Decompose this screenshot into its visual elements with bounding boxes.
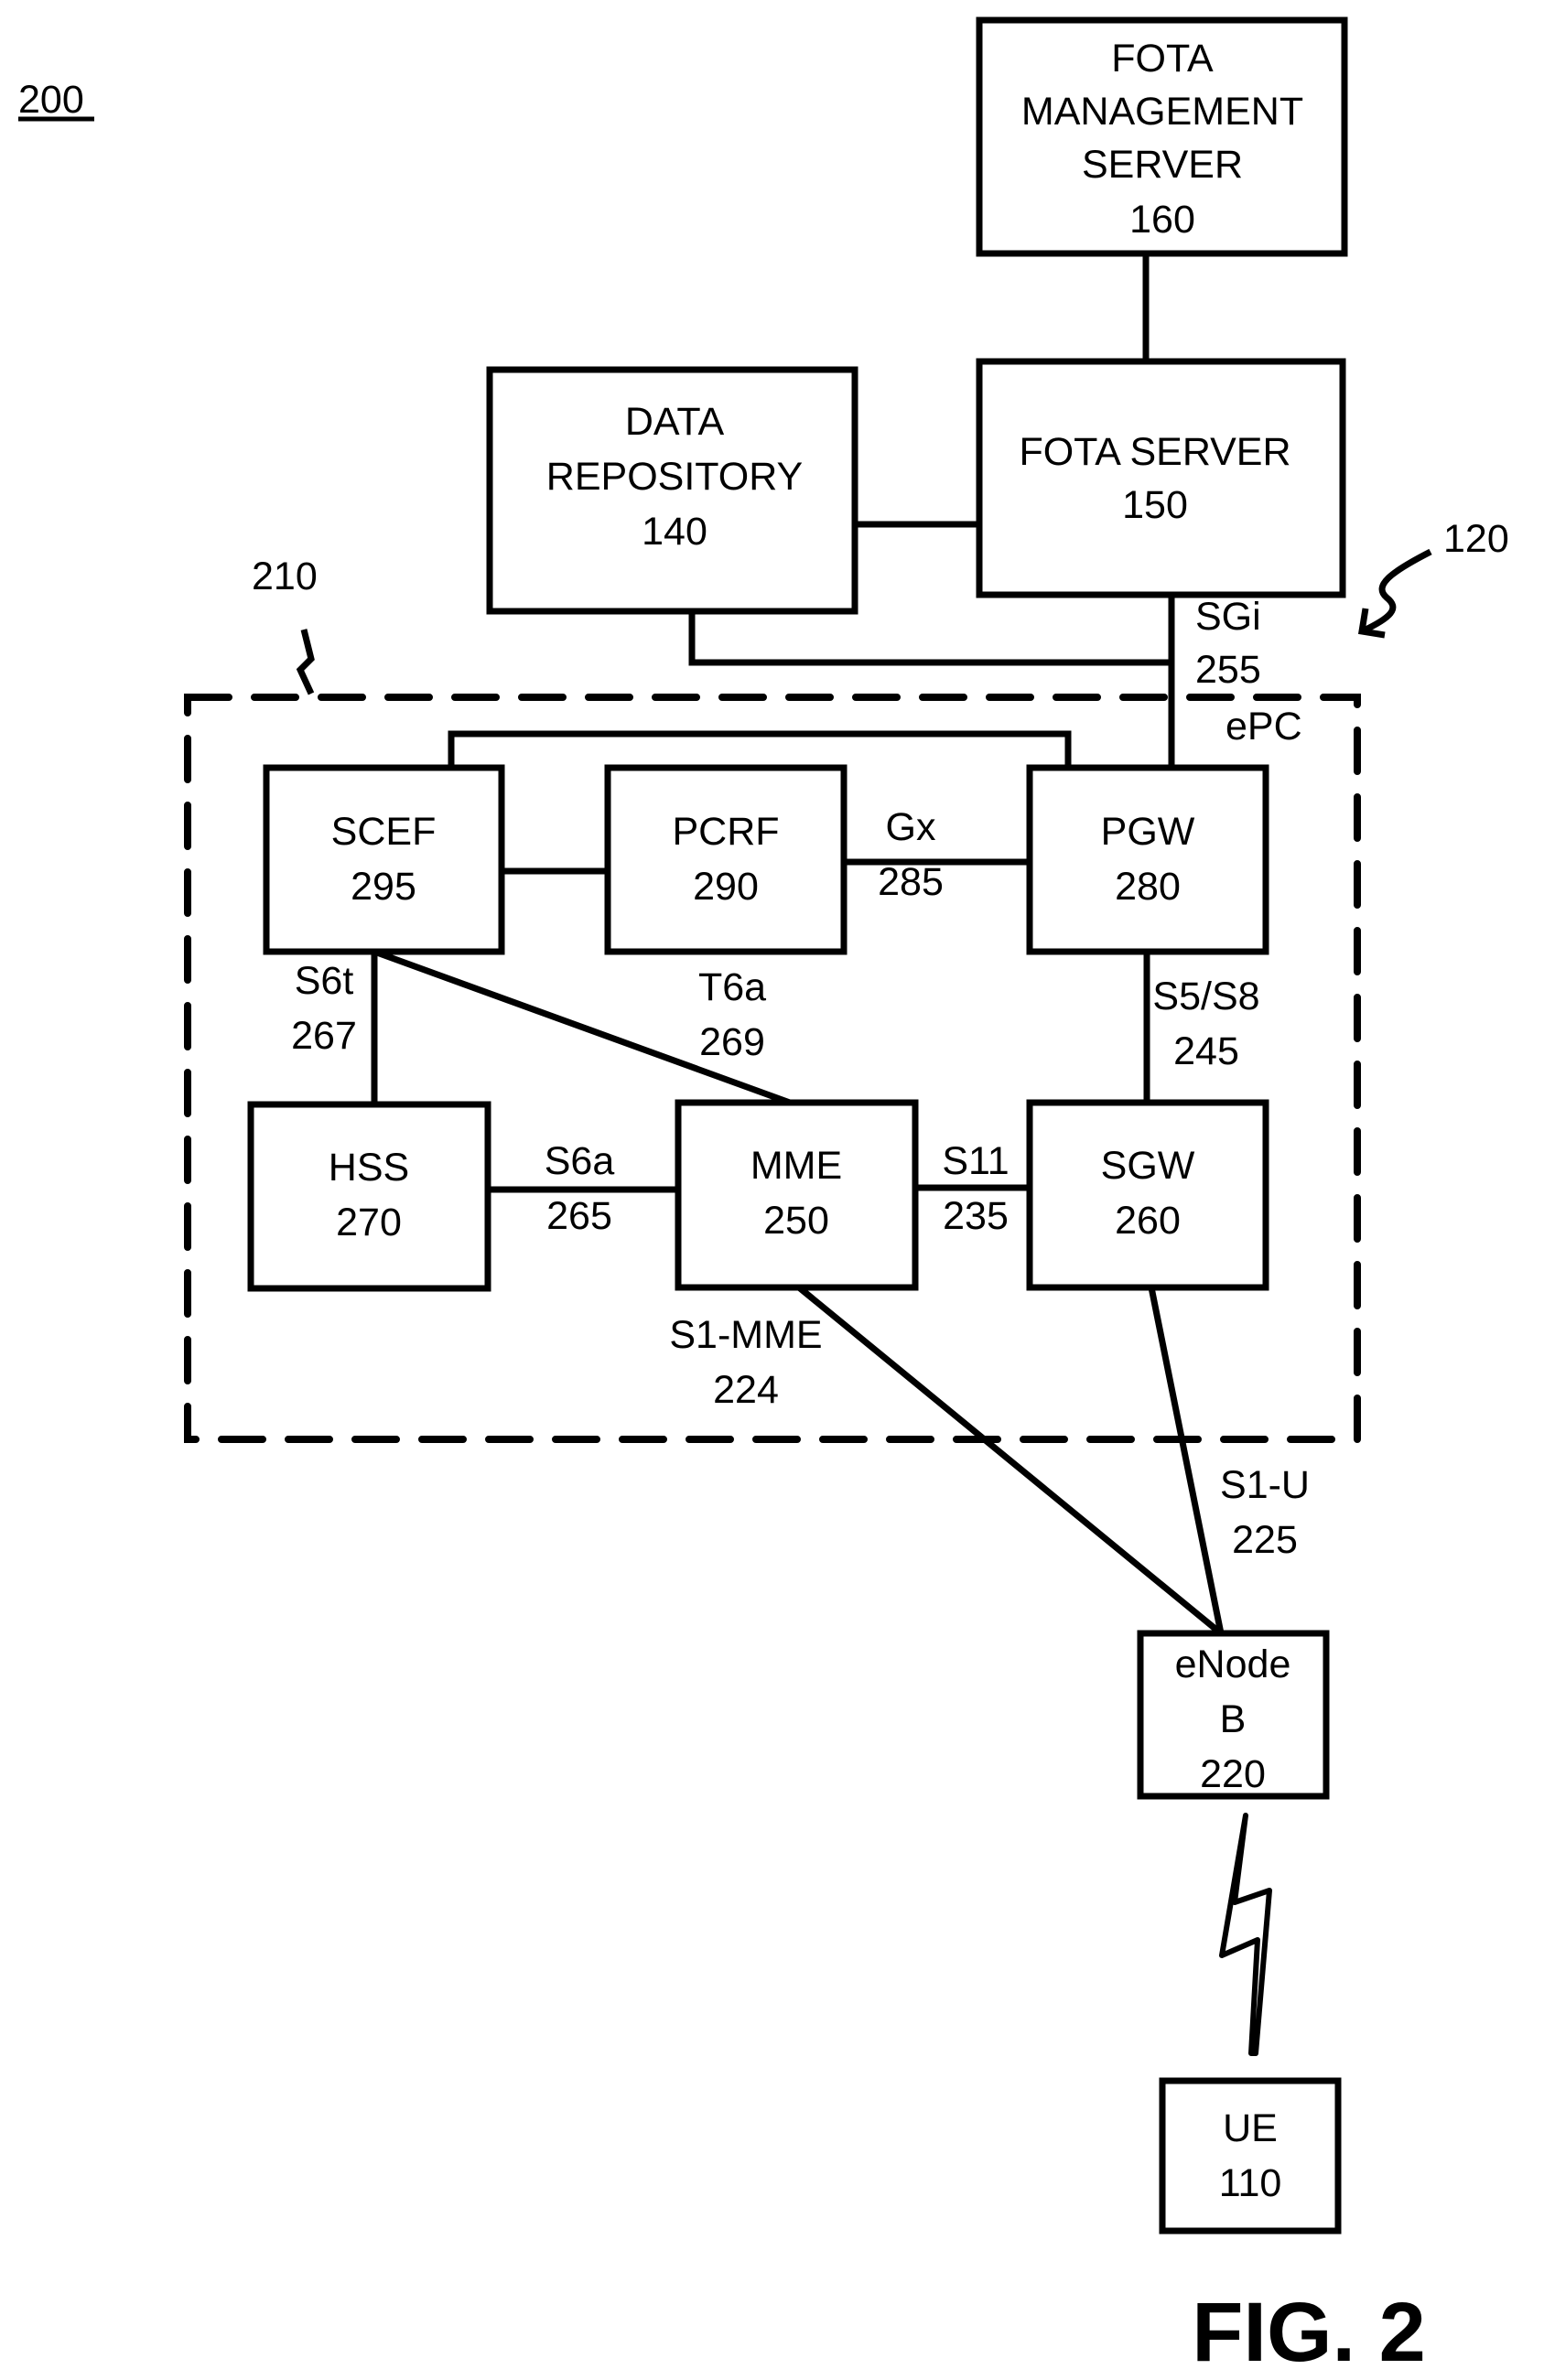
node-label: MANAGEMENT bbox=[1021, 90, 1303, 134]
link-scef-pgw bbox=[451, 734, 1068, 768]
node-ref: 160 bbox=[1129, 198, 1195, 242]
epc-label: ePC bbox=[1225, 705, 1302, 748]
node-ue[interactable]: UE 110 bbox=[1162, 2081, 1338, 2231]
interface-s1u-name: S1-U bbox=[1220, 1463, 1310, 1507]
node-ref: 150 bbox=[1122, 483, 1188, 527]
node-pcrf[interactable]: PCRF 290 bbox=[608, 768, 844, 952]
link-repo-sgi bbox=[692, 611, 1171, 662]
interface-gx-ref: 285 bbox=[878, 860, 944, 904]
interface-s1mme-ref: 224 bbox=[713, 1368, 779, 1412]
network-ref: 120 bbox=[1443, 517, 1509, 561]
node-ref: 250 bbox=[763, 1199, 829, 1243]
interface-s6a-name: S6a bbox=[545, 1139, 615, 1183]
node-label: PCRF bbox=[672, 810, 779, 854]
node-label: PGW bbox=[1101, 810, 1195, 854]
interface-s1u-ref: 225 bbox=[1232, 1518, 1298, 1562]
node-enodeb[interactable]: eNode B 220 bbox=[1140, 1633, 1326, 1796]
interface-s6t-ref: 267 bbox=[291, 1014, 357, 1058]
node-ref: 260 bbox=[1115, 1199, 1181, 1243]
node-scef[interactable]: SCEF 295 bbox=[266, 768, 502, 952]
node-ref: 280 bbox=[1115, 865, 1181, 909]
node-label: FOTA bbox=[1111, 37, 1214, 81]
interface-sgi-name: SGi bbox=[1195, 595, 1261, 639]
node-label: B bbox=[1220, 1697, 1247, 1741]
interface-s6t-name: S6t bbox=[295, 959, 354, 1003]
node-label: eNode bbox=[1175, 1642, 1291, 1686]
interface-s6a-ref: 265 bbox=[546, 1194, 612, 1238]
interface-t6a-name: T6a bbox=[698, 965, 766, 1009]
node-label: REPOSITORY bbox=[546, 455, 803, 499]
node-label: FOTA SERVER bbox=[1019, 430, 1290, 474]
figure-ref-number: 200 bbox=[18, 78, 84, 122]
node-ref: 220 bbox=[1200, 1752, 1266, 1796]
node-ref: 140 bbox=[642, 510, 707, 554]
node-ref: 270 bbox=[336, 1201, 402, 1244]
node-ref: 295 bbox=[351, 865, 416, 909]
node-label: DATA bbox=[625, 400, 725, 444]
node-label: SERVER bbox=[1082, 143, 1243, 187]
node-label: MME bbox=[750, 1144, 842, 1188]
node-label: UE bbox=[1223, 2106, 1278, 2150]
interface-gx-name: Gx bbox=[886, 805, 936, 849]
interface-t6a-ref: 269 bbox=[699, 1020, 765, 1064]
ref-210-leader bbox=[300, 630, 311, 694]
node-ref: 290 bbox=[693, 865, 759, 909]
ref-120-leader bbox=[1362, 552, 1431, 631]
wireless-link-icon bbox=[1222, 1815, 1269, 2053]
interface-s5s8-name: S5/S8 bbox=[1152, 975, 1259, 1018]
interface-s11-name: S11 bbox=[942, 1139, 1009, 1183]
link-s1mme bbox=[799, 1287, 1221, 1633]
node-fota-management-server[interactable]: FOTA MANAGEMENT SERVER 160 bbox=[979, 20, 1344, 253]
node-fota-server[interactable]: FOTA SERVER 150 bbox=[979, 361, 1343, 595]
figure-caption: FIG. 2 bbox=[1192, 2286, 1426, 2379]
node-label: HSS bbox=[329, 1146, 409, 1190]
node-sgw[interactable]: SGW 260 bbox=[1030, 1103, 1266, 1287]
node-data-repository[interactable]: DATA REPOSITORY 140 bbox=[490, 370, 855, 611]
node-label: SCEF bbox=[331, 810, 437, 854]
epc-ref: 210 bbox=[252, 555, 318, 598]
node-mme[interactable]: MME 250 bbox=[678, 1103, 915, 1287]
interface-s1mme-name: S1-MME bbox=[669, 1313, 822, 1357]
node-ref: 110 bbox=[1219, 2161, 1282, 2205]
interface-s5s8-ref: 245 bbox=[1173, 1029, 1239, 1073]
node-hss[interactable]: HSS 270 bbox=[251, 1104, 488, 1288]
interface-sgi-ref: 255 bbox=[1195, 648, 1261, 692]
node-pgw[interactable]: PGW 280 bbox=[1030, 768, 1266, 952]
node-label: SGW bbox=[1101, 1144, 1195, 1188]
interface-s11-ref: 235 bbox=[943, 1194, 1009, 1238]
